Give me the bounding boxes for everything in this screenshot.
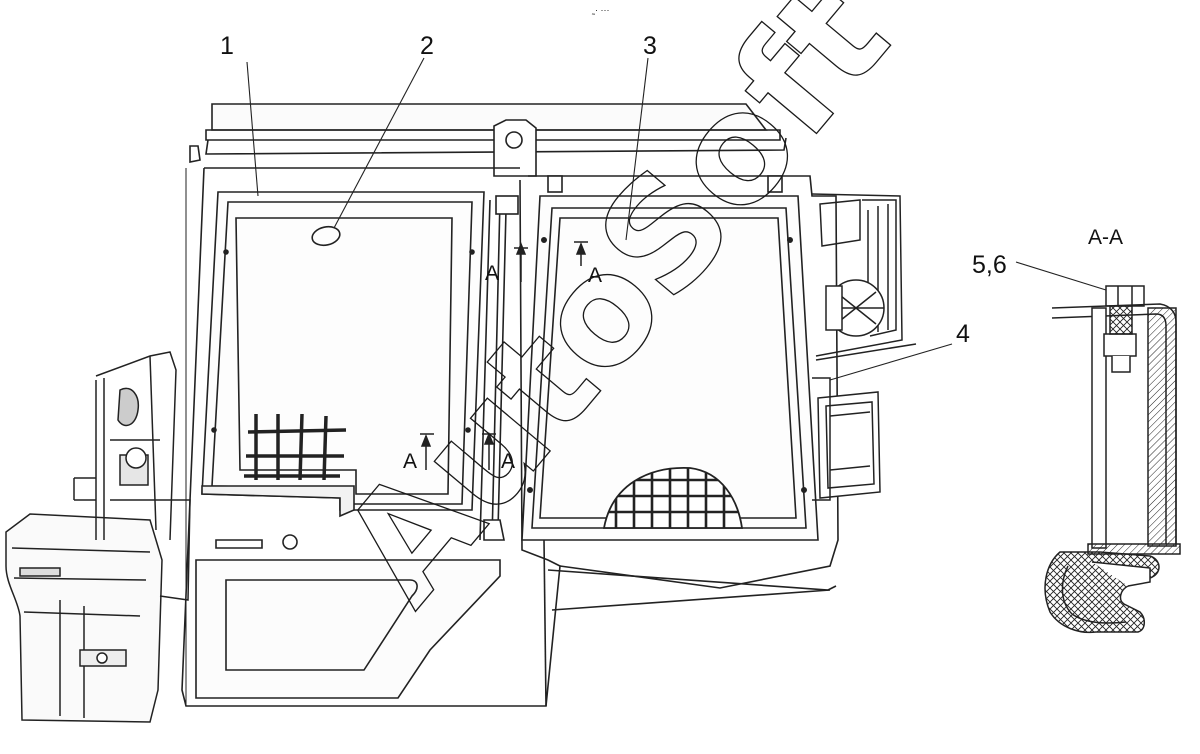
callout-4: 4 [956,320,970,348]
section-marks [420,241,588,470]
top-mark: ˷· ··· [591,5,610,15]
section-title: A-A [1088,226,1123,249]
right-window-mesh [602,467,744,529]
section-detail: A-A [1044,226,1181,634]
right-window-frame [521,175,819,541]
callout-1: 1 [220,32,234,60]
section-mark-a-2: A [588,264,602,287]
callout-2: 2 [420,32,434,60]
callout-5-6: 5,6 [972,251,1007,279]
section-mark-a-4: A [501,450,515,473]
cab [181,103,839,707]
machine-body [5,351,191,723]
section-mark-a-1: A [485,262,499,285]
left-window-mesh [244,413,347,481]
right-equipment [811,193,917,501]
callout-3: 3 [643,32,657,60]
leader-lines [246,57,1107,381]
section-mark-a-3: A [403,450,417,473]
